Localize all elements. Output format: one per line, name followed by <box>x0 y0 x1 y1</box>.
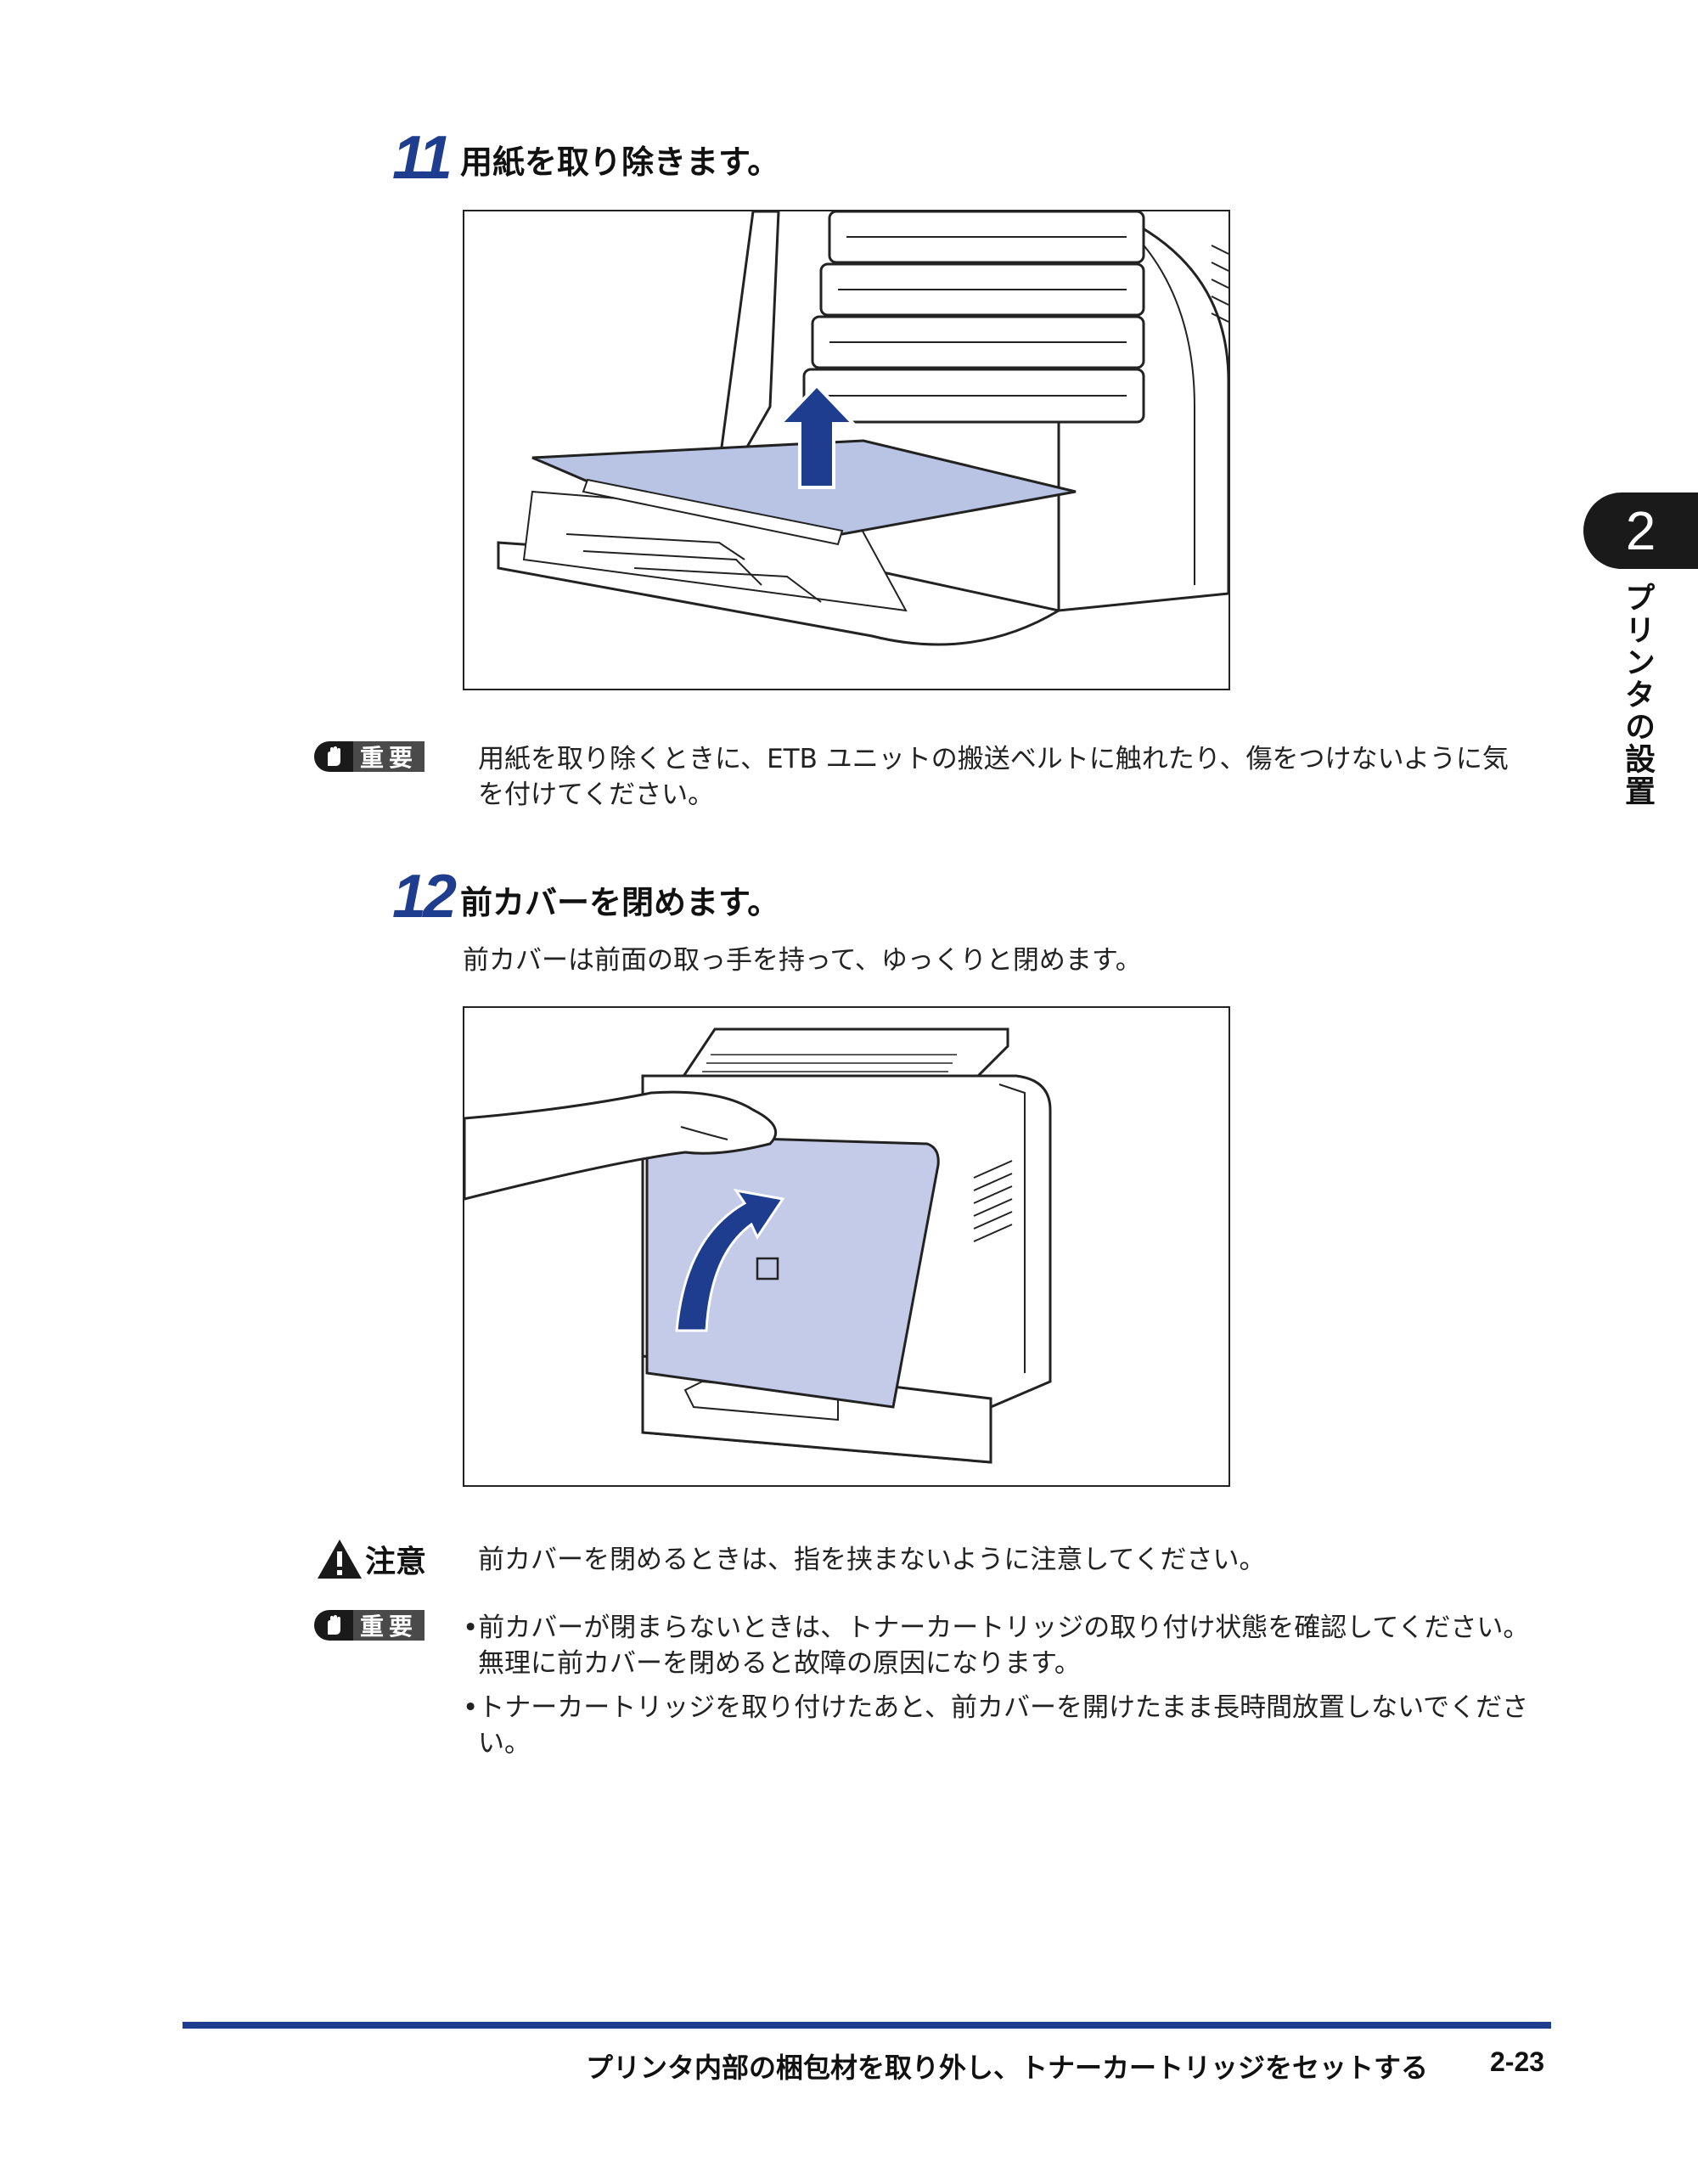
lift-up-arrow-icon <box>776 383 857 489</box>
caution-1-text: 前カバーを閉めるときは、指を挟まないように注意してください。 <box>478 1545 1266 1575</box>
important-badge-2: 重要 <box>314 1609 424 1641</box>
important-label: 重要 <box>353 741 424 772</box>
page-number: 2-23 <box>1490 2046 1545 2077</box>
step-12-number: 12 <box>392 863 457 931</box>
close-curved-arrow-icon <box>675 1188 785 1332</box>
step-11-title: 用紙を取り除きます。 <box>460 144 780 181</box>
important-2-bullet-1-line2: 無理に前カバーを閉めると故障の原因になります。 <box>478 1648 1081 1679</box>
warning-triangle-icon <box>318 1539 362 1579</box>
footer-title: プリンタ内部の梱包材を取り外し、トナーカートリッジをセットする <box>586 2052 1429 2084</box>
footer-rule <box>183 2022 1551 2029</box>
hand-illustration <box>464 1090 778 1201</box>
step-11-number: 11 <box>392 124 453 192</box>
step-12-description: 前カバーは前面の取っ手を持って、ゆっくりと閉めます。 <box>463 945 1142 976</box>
hand-stop-icon <box>314 741 353 772</box>
important-1-line2: を付けてください。 <box>478 780 715 810</box>
important-badge-1: 重要 <box>314 740 424 773</box>
important-1-line1: 用紙を取り除くときに、ETB ユニットの搬送ベルトに触れたり、傷をつけないように… <box>478 744 1509 774</box>
important-2-bullet-1-line1: •前カバーが閉まらないときは、トナーカートリッジの取り付け状態を確認してください… <box>463 1613 1530 1643</box>
printer-open-paper-illustration <box>497 211 1229 646</box>
chapter-title: プリンタの設置 <box>1620 582 1655 808</box>
caution-label: 注意 <box>365 1545 427 1579</box>
step-12-title: 前カバーを閉めます。 <box>460 884 780 921</box>
hand-stop-icon <box>314 1610 353 1641</box>
chapter-tab: 2 <box>1583 493 1698 569</box>
front-cover <box>645 1134 940 1409</box>
caution-badge: 注意 <box>316 1537 426 1581</box>
figure-close-cover <box>463 1006 1230 1487</box>
important-2-bullet-2-line1: •トナーカートリッジを取り付けたあと、前カバーを開けたまま長時間放置しないでくだ… <box>463 1692 1529 1723</box>
printer-close-cover-illustration <box>464 1027 1052 1464</box>
important-2-bullet-2-line2: い。 <box>478 1728 531 1759</box>
important-label: 重要 <box>353 1610 424 1641</box>
figure-remove-paper <box>463 210 1230 690</box>
